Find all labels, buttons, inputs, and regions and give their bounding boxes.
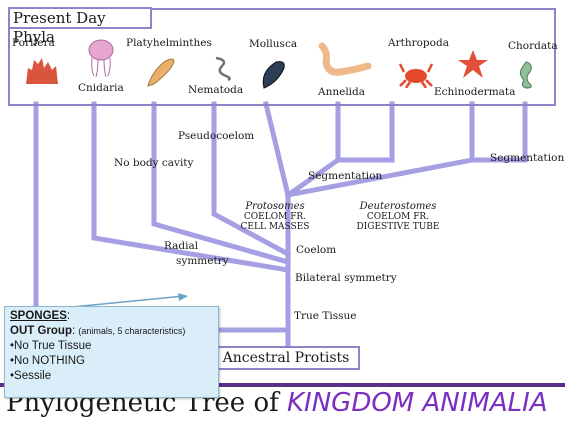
phylum-label-platyhelminthes: Platyhelminthes <box>126 37 212 49</box>
phylum-label-porifera: Porifera <box>12 37 55 49</box>
callout-title-colon: : <box>67 310 70 322</box>
phylum-label-echinodermata: Echinodermata <box>434 86 515 98</box>
label-radial-line1: Radial <box>164 240 198 252</box>
starfish-icon <box>456 48 490 80</box>
seahorse-icon <box>512 60 540 90</box>
label-segmentation-left: Segmentation <box>308 170 382 182</box>
phylum-label-mollusca: Mollusca <box>249 38 297 50</box>
label-deuterostomes: Deuterostomes <box>360 201 437 212</box>
callout-outgroup-label: OUT Group <box>10 325 72 337</box>
label-radial-line2: symmetry <box>176 255 229 267</box>
callout-bullet: •No True Tissue <box>10 339 213 354</box>
phylum-label-nematoda: Nematoda <box>188 84 243 96</box>
label-true-tissue: True Tissue <box>294 310 356 322</box>
phylum-label-cnidaria: Cnidaria <box>78 82 124 94</box>
label-deuterostomes-line2: DIGESTIVE TUBE <box>352 222 444 232</box>
label-no-body-cavity: No body cavity <box>114 157 193 169</box>
crab-icon <box>398 60 434 88</box>
present-day-phyla-title: Present Day Phyla <box>8 7 152 29</box>
mussel-icon <box>258 58 288 90</box>
callout-title: SPONGES <box>10 310 67 322</box>
ancestral-protists-box: Ancestral Protists <box>212 346 360 370</box>
label-pseudocoelom: Pseudocoelom <box>178 130 254 142</box>
callout-outgroup-note: (animals, 5 characteristics) <box>78 326 185 336</box>
jellyfish-icon <box>86 38 116 78</box>
sponges-callout: SPONGES: OUT Group: (animals, 5 characte… <box>4 306 219 398</box>
callout-bullet: •Sessile <box>10 369 213 384</box>
label-deuterostomes-group: Deuterostomes COELOM FR. DIGESTIVE TUBE <box>352 202 444 232</box>
phylum-label-arthropoda: Arthropoda <box>388 37 449 49</box>
label-protostomes-line2: CELL MASSES <box>240 222 310 232</box>
phylum-label-annelida: Annelida <box>318 86 365 98</box>
label-protostomes: Protosomes <box>245 201 304 212</box>
earthworm-icon <box>318 40 372 80</box>
label-protostomes-group: Protosomes COELOM FR. CELL MASSES <box>240 202 310 232</box>
label-bilateral-symmetry: Bilateral symmetry <box>295 272 397 284</box>
slide-title-emphasis: KINGDOM ANIMALIA <box>287 388 548 418</box>
roundworm-icon <box>212 54 234 82</box>
label-protostomes-line1: COELOM FR. <box>240 212 310 222</box>
phylum-label-chordata: Chordata <box>508 40 558 52</box>
label-deuterostomes-line1: COELOM FR. <box>352 212 444 222</box>
label-coelom: Coelom <box>296 244 336 256</box>
label-segmentation-right: Segmentation <box>490 152 564 164</box>
flatworm-icon <box>144 54 178 88</box>
sponge-icon <box>22 56 62 86</box>
callout-bullet: •No NOTHING <box>10 354 213 369</box>
